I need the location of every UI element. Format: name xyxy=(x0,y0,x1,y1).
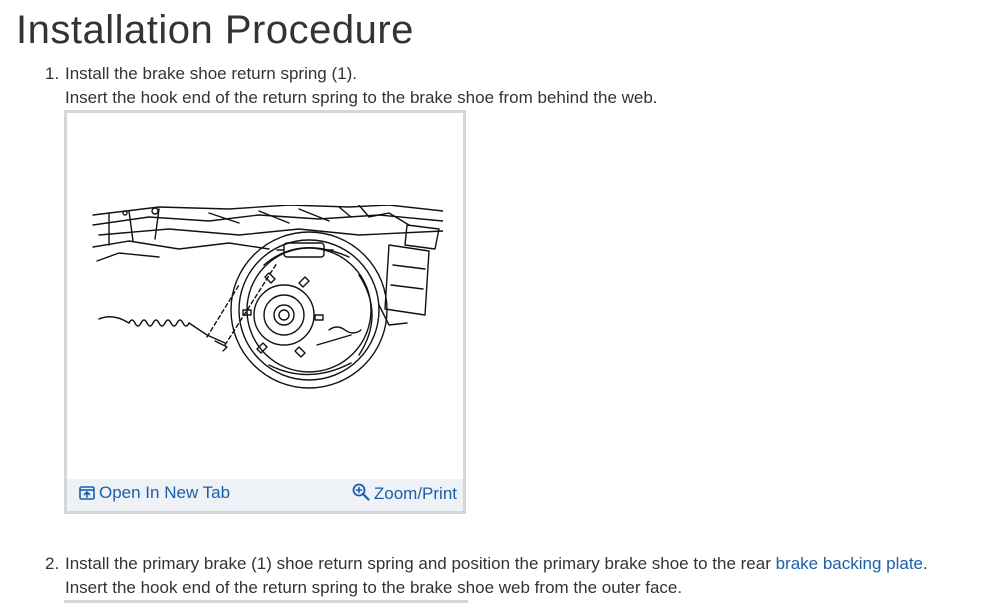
open-in-new-tab-link[interactable]: Open In New Tab xyxy=(79,483,230,503)
brake-backing-plate-link[interactable]: brake backing plate xyxy=(775,554,924,573)
open-in-new-tab-label: Open In New Tab xyxy=(99,483,231,502)
figure-toolbar: Open In New Tab Zoom/Print xyxy=(67,479,463,511)
step-detail: Insert the hook end of the return spring… xyxy=(65,578,683,597)
open-new-tab-icon xyxy=(79,486,95,500)
magnifier-zoom-icon xyxy=(352,483,370,501)
step-1: 1. Install the brake shoe return spring (… xyxy=(45,62,658,110)
next-figure-border xyxy=(64,600,468,603)
zoom-print-label: Zoom/Print xyxy=(373,484,457,503)
step-2: 2. Install the primary brake (1) shoe ret… xyxy=(45,552,928,600)
step-detail: Insert the hook end of the return spring… xyxy=(65,88,658,107)
step-instruction-end: . xyxy=(923,554,928,573)
brake-assembly-illustration[interactable] xyxy=(89,205,443,395)
zoom-print-link[interactable]: Zoom/Print xyxy=(352,483,457,504)
step-instruction: Install the primary brake (1) shoe retur… xyxy=(65,554,776,573)
step-instruction: Install the brake shoe return spring (1)… xyxy=(65,64,357,83)
page-title: Installation Procedure xyxy=(16,8,414,52)
step-number: 1. xyxy=(45,64,60,83)
step-number: 2. xyxy=(45,554,60,573)
figure-container: Open In New Tab Zoom/Print xyxy=(64,110,466,514)
